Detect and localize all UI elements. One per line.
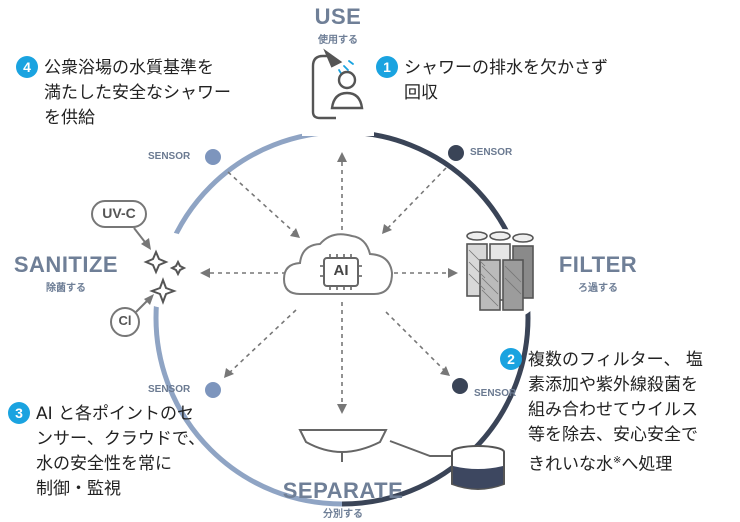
- sensor-label-top-left: SENSOR: [148, 151, 191, 162]
- stage-use-title: USE: [314, 4, 362, 29]
- cl-chip-label: Cl: [118, 313, 132, 328]
- note-3: 3 AI と各ポイントのセ ンサー、クラウドで、 水の安全性を常に 制御・監視: [8, 402, 205, 502]
- sensor-label-top-right: SENSOR: [470, 147, 513, 158]
- note-1-line-1: シャワーの排水を欠かさず: [404, 58, 608, 78]
- note-3-line-4: 制御・監視: [36, 479, 121, 499]
- note-2-line-4: 等を除去、安心安全で: [528, 425, 698, 445]
- uvc-chip-box: [91, 200, 147, 228]
- note-3-line-1: AI と各ポイントのセ: [36, 404, 195, 424]
- stage-sanitize: SANITIZE 除菌する: [6, 252, 126, 294]
- note-4-line-1: 公衆浴場の水質基準を: [44, 58, 214, 78]
- stage-sanitize-title: SANITIZE: [13, 252, 119, 277]
- note-2-line-2: 素添加や紫外線殺菌を: [528, 375, 698, 395]
- note-3-line-3: 水の安全性を常に: [36, 454, 172, 474]
- sensor-label-bottom-right: SENSOR: [474, 388, 517, 399]
- filter-cartridges-icon: [466, 231, 534, 311]
- stage-separate-subtitle: 分別する: [323, 509, 363, 520]
- arrow-diag-br: [385, 311, 447, 373]
- stage-filter-subtitle: ろ過する: [578, 283, 618, 294]
- ai-cloud-icon: [282, 233, 394, 295]
- sensor-node-top-left: [203, 147, 223, 167]
- ring-light-arc: [153, 129, 343, 507]
- stage-filter-title: FILTER: [558, 252, 638, 277]
- sensor-label-bottom-left: SENSOR: [148, 384, 191, 395]
- stage-use: USE 使用する: [302, 4, 374, 46]
- ai-label: AI: [333, 262, 349, 279]
- note-2-line-3: 組み合わせてウイルス: [528, 400, 698, 420]
- note-4-line-2: 満たした安全なシャワー: [44, 83, 231, 103]
- note-2-line-5-tail: へ処理: [621, 454, 673, 475]
- note-3-number: 3: [8, 402, 30, 424]
- shower-person-icon: [311, 48, 364, 120]
- water-tank-icon: [451, 445, 505, 490]
- note-2-footnote-mark: ※: [613, 455, 622, 466]
- uvc-chip-label: UV-C: [102, 205, 136, 221]
- separator-tray-icon: [298, 429, 388, 462]
- pipe: [389, 440, 452, 457]
- note-3-line-2: ンサー、クラウドで、: [36, 429, 206, 449]
- sensor-node-top-right: [446, 143, 466, 163]
- note-4-line-3: を供給: [44, 108, 95, 128]
- ring-dark-arc: [341, 129, 531, 507]
- sensor-node-bottom-left: [203, 380, 223, 400]
- note-2-line-5: きれいな水: [528, 454, 613, 475]
- stage-sanitize-subtitle: 除菌する: [46, 283, 86, 294]
- arrow-diag-tr: [385, 167, 447, 231]
- note-1-line-2: 回収: [404, 83, 438, 103]
- sparkle-icon: [143, 249, 187, 305]
- note-4: 4 公衆浴場の水質基準を 満たした安全なシャワー を供給: [16, 56, 231, 131]
- arrow-diag-bl: [227, 309, 297, 375]
- stage-separate-title: SEPARATE: [282, 478, 404, 503]
- stage-filter: FILTER ろ過する: [556, 252, 640, 294]
- note-1-number: 1: [376, 56, 398, 78]
- arrow-diag-tl: [227, 171, 297, 235]
- cl-chip-circle: [110, 307, 140, 337]
- stage-use-subtitle: 使用する: [318, 35, 358, 46]
- note-4-number: 4: [16, 56, 38, 78]
- stage-separate: SEPARATE 分別する: [278, 478, 408, 520]
- note-2-number: 2: [500, 348, 522, 370]
- sensor-node-bottom-right: [450, 376, 470, 396]
- note-1: 1 シャワーの排水を欠かさず 回収: [376, 56, 608, 106]
- note-2: 2 複数のフィルター、 塩 素添加や紫外線殺菌を 組み合わせてウイルス 等を除去、…: [500, 348, 703, 478]
- note-2-line-1: 複数のフィルター、 塩: [528, 350, 703, 370]
